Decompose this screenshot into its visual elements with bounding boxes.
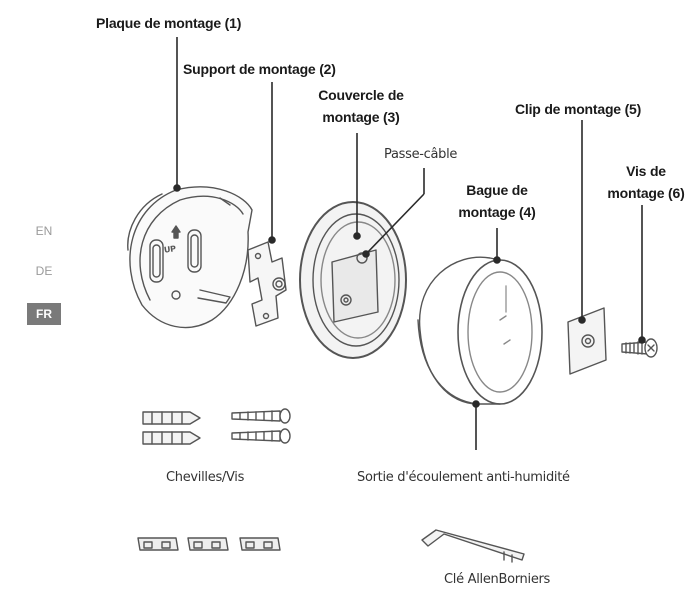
mounting-cover-part	[299, 201, 407, 359]
language-tab-de[interactable]: DE	[35, 264, 53, 278]
terminal-blocks-part	[137, 537, 281, 551]
mounting-screw-label-line2: montage (6)	[607, 185, 685, 201]
mounting-plate-part	[127, 186, 253, 329]
mounting-clip-label: Clip de montage (5)	[515, 101, 642, 117]
mounting-plate-label: Plaque de montage (1)	[96, 15, 242, 31]
language-tab-fr[interactable]: FR	[27, 303, 61, 325]
mounting-bracket-label: Support de montage (2)	[183, 61, 336, 77]
wall-plugs-screws-label: Chevilles/Vis	[166, 470, 245, 485]
mounting-ring-label-line1: Bague de	[466, 182, 528, 198]
language-tab-en[interactable]: EN	[35, 224, 53, 238]
mounting-bracket-part	[247, 241, 287, 327]
drain-outlet-label: Sortie d'écoulement anti-humidité	[357, 470, 570, 485]
mounting-cover-label-line1: Couvercle de	[318, 87, 404, 103]
mounting-clip-part	[567, 307, 607, 375]
allen-key-terminals-label: Clé AllenBorniers	[444, 572, 551, 587]
up-marking-label: UP	[163, 244, 177, 255]
mounting-cover-label-line2: montage (3)	[322, 109, 400, 125]
mounting-screw-part	[621, 338, 658, 358]
allen-key-part	[421, 529, 525, 563]
mounting-screw-label-line1: Vis de	[626, 163, 666, 179]
mounting-ring-part	[417, 256, 543, 405]
wall-plugs-screws-part	[142, 408, 291, 445]
cable-grommet-label: Passe-câble	[384, 147, 458, 162]
mounting-ring-label-line2: montage (4)	[458, 204, 536, 220]
